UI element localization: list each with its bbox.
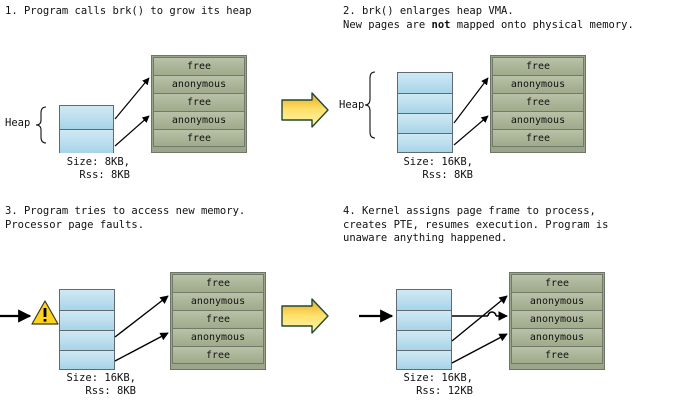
heap-cell bbox=[60, 351, 114, 369]
panel-1-title: 1. Program calls brk() to grow its heap bbox=[5, 5, 252, 17]
heap-cell bbox=[60, 106, 113, 130]
heap-size-label-2: Size: 16KB,Rss: 8KB bbox=[403, 156, 473, 181]
panel-2: 2. brk() enlarges heap VMA.New pages are… bbox=[339, 0, 678, 200]
memory-row: anonymous bbox=[492, 111, 584, 129]
memory-row: free bbox=[172, 274, 264, 292]
memory-row: free bbox=[492, 129, 584, 147]
heap-cell bbox=[397, 351, 451, 369]
memory-row: anonymous bbox=[511, 310, 603, 328]
heap-cell bbox=[397, 331, 451, 351]
panel-4-title: 4. Kernel assigns page frame to process,… bbox=[343, 205, 609, 244]
memory-row: anonymous bbox=[511, 292, 603, 310]
physical-memory-block-3: free anonymous free anonymous free bbox=[170, 272, 266, 370]
memory-row: free bbox=[172, 310, 264, 328]
panel-4: 4. Kernel assigns page frame to process,… bbox=[339, 200, 678, 402]
memory-row: anonymous bbox=[172, 328, 264, 346]
heap-cell bbox=[397, 311, 451, 331]
heap-size-label-3: Size: 16KB,Rss: 8KB bbox=[66, 372, 136, 397]
memory-row: free bbox=[153, 129, 245, 147]
heap-size-label-4: Size: 16KB,Rss: 12KB bbox=[403, 372, 473, 397]
heap-block-4 bbox=[396, 289, 452, 370]
memory-row: anonymous bbox=[153, 111, 245, 129]
heap-cell bbox=[398, 94, 452, 114]
title-emphasis: not bbox=[431, 18, 451, 31]
heap-label-1: Heap bbox=[5, 117, 31, 129]
heap-cell bbox=[60, 130, 113, 153]
heap-cell bbox=[398, 114, 452, 134]
memory-row: free bbox=[492, 57, 584, 75]
memory-row: anonymous bbox=[172, 292, 264, 310]
heap-cell bbox=[60, 311, 114, 331]
physical-memory-block-4: free anonymous anonymous anonymous free bbox=[509, 272, 605, 370]
heap-cell bbox=[398, 73, 452, 94]
physical-memory-block-2: free anonymous free anonymous free bbox=[490, 55, 586, 153]
heap-cell bbox=[60, 290, 114, 311]
heap-cell bbox=[397, 290, 451, 311]
heap-block-3 bbox=[59, 289, 115, 370]
memory-row: free bbox=[492, 93, 584, 111]
heap-cell bbox=[60, 331, 114, 351]
physical-memory-block-1: free anonymous free anonymous free bbox=[151, 55, 247, 153]
memory-row: anonymous bbox=[492, 75, 584, 93]
panel-2-title: 2. brk() enlarges heap VMA.New pages are… bbox=[343, 5, 634, 31]
panel-3: 3. Program tries to access new memory. P… bbox=[0, 200, 339, 402]
heap-block-1 bbox=[59, 105, 114, 153]
memory-row: free bbox=[153, 93, 245, 111]
heap-cell bbox=[398, 134, 452, 152]
heap-block-2 bbox=[397, 72, 453, 153]
memory-row: anonymous bbox=[153, 75, 245, 93]
panel-3-title: 3. Program tries to access new memory. P… bbox=[5, 205, 246, 231]
panel-1: 1. Program calls brk() to grow its heap … bbox=[0, 0, 339, 200]
memory-row: free bbox=[511, 346, 603, 364]
memory-row: free bbox=[511, 274, 603, 292]
heap-size-label-1: Size: 8KB,Rss: 8KB bbox=[66, 156, 130, 181]
memory-row: free bbox=[153, 57, 245, 75]
memory-row: free bbox=[172, 346, 264, 364]
memory-row: anonymous bbox=[511, 328, 603, 346]
heap-label-2: Heap bbox=[339, 99, 365, 111]
